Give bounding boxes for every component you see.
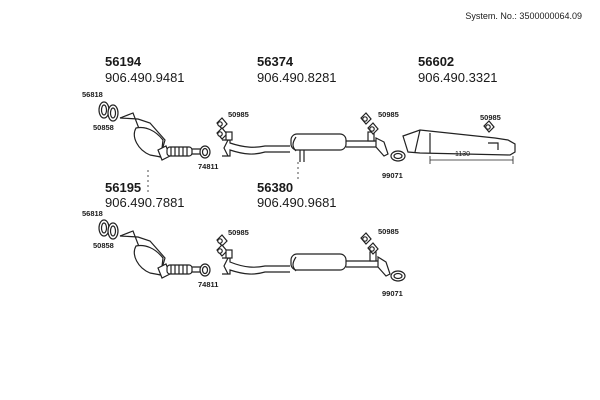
gasket-ring-bottom [98, 219, 119, 240]
oem-number-56194: 906.490.9481 [105, 70, 185, 85]
hanger-50985-top-right [360, 112, 379, 135]
clamp-74811-bottom [199, 263, 211, 277]
hanger-50985-bottom-left [216, 234, 228, 257]
flex-pipe-top [166, 146, 203, 157]
clamp-74811-top [199, 145, 211, 159]
callout-50985-top-right: 50985 [378, 110, 399, 119]
callout-50985-bottom-right: 50985 [378, 227, 399, 236]
callout-99071-top: 99071 [382, 171, 403, 180]
part-number-56380: 56380 [257, 180, 294, 195]
callout-50858-bottom: 50858 [93, 241, 114, 250]
catalytic-converter-top [119, 112, 171, 161]
hanger-50985-bottom-right [360, 232, 379, 255]
callout-50985-tail: 50985 [480, 113, 501, 122]
oem-number-56380: 906.490.9681 [257, 195, 337, 210]
oem-number-56374: 906.490.8281 [257, 70, 337, 85]
ring-99071-bottom [390, 270, 406, 282]
gasket-ring-top [98, 101, 119, 122]
part-number-56602: 56602 [418, 54, 455, 69]
oem-number-56602: 906.490.3321 [418, 70, 498, 85]
part-number-56195: 56195 [105, 180, 142, 195]
middle-pipe-56374 [222, 131, 389, 162]
dimension-label: 1130 [455, 151, 471, 158]
dimension-line [429, 156, 514, 164]
ring-99071-top [390, 150, 406, 162]
middle-pipe-56380 [222, 249, 391, 277]
part-number-56194: 56194 [105, 54, 142, 69]
part-number-56374: 56374 [257, 54, 294, 69]
tail-pipe-56602 [402, 129, 516, 156]
flex-pipe-bottom [166, 264, 203, 275]
callout-50858-top: 50858 [93, 123, 114, 132]
callout-74811-top: 74811 [198, 162, 219, 171]
callout-56818-bottom: 56818 [82, 209, 103, 218]
callout-50985-bottom-left: 50985 [228, 228, 249, 237]
callout-99071-bottom: 99071 [382, 289, 403, 298]
hanger-50985-tail [483, 120, 495, 133]
system-number: System. No.: 3500000064.09 [465, 11, 582, 21]
callout-50985-top-left: 50985 [228, 110, 249, 119]
callout-74811-bottom: 74811 [198, 280, 219, 289]
oem-number-56195: 906.490.7881 [105, 195, 185, 210]
callout-56818-top: 56818 [82, 90, 103, 99]
catalytic-converter-bottom [119, 230, 171, 279]
